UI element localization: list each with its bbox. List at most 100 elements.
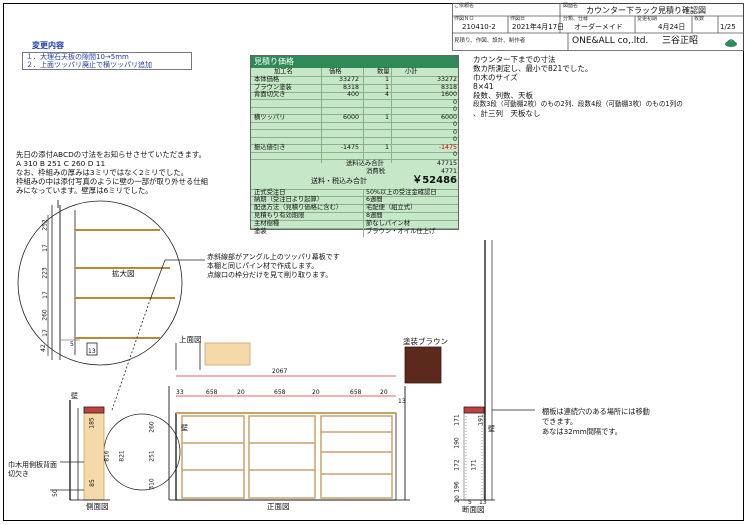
dim-658-a: 658 [206,389,218,396]
estimate-row-price: 6000 [342,113,359,121]
tana-note-3: あなは32mm間隔です。 [542,427,622,436]
drawing-label: 図面名 [563,3,579,9]
zoom-17-a: 17 [41,244,49,252]
estimate-rule [251,188,458,190]
estimate-rule [251,144,458,145]
left-note-5: みになっています。壁厚は6ミリでした。 [16,186,153,195]
section-172: 172 [453,459,461,471]
info-value: 6週間 [366,196,383,204]
wall-label-front: 壁 [181,424,188,432]
change-line-1: １．大理石天板の隙間10→5mm [26,53,129,61]
tana-note-2: できます。 [542,417,578,426]
sheet-frame [3,3,744,521]
estimate-rule [251,211,458,213]
estimate-col-rule [391,68,392,163]
section-5: 5 [468,499,472,506]
tsuppari-note-3: 点線口の枠分だけを見て削り取ります。 [207,271,333,279]
drawing-name: カウンター下ラック見積り確認図 [586,6,706,15]
sheet-label: 枚数 [694,16,705,22]
dim-50: 50 [51,489,59,497]
tana-note: 棚板は連続穴のある場所には移動 できます。 あなは32mm間隔です。 [542,407,650,437]
total-label: 送料・税込み合計 [311,176,367,185]
estimate-row-subtotal: 0 [452,151,457,158]
section-13: 13 [479,499,487,506]
estimate-row-name: 背面切欠き [254,91,286,98]
estimate-row-qty: 1 [384,83,389,91]
estimate-row-qty: 4 [384,91,389,98]
dim-658-c: 658 [350,389,362,396]
info-value: 節なしパイン材 [366,219,411,227]
dim-816: 816 [103,450,111,462]
section-171-b: 171 [470,459,478,471]
shomen-label: 正面図 [267,502,290,511]
estimate-row-qty: 1 [384,76,389,83]
estimate-rule [251,106,458,108]
estimate-col-header: 価格 [329,68,342,75]
right-note-4: 8×41 [473,82,494,91]
estimate-row-subtotal: 0 [452,106,457,113]
estimate-row-subtotal: 1600 [440,91,457,98]
dim-821: 821 [118,450,126,462]
sokumen-label: 側面図 [86,502,109,511]
zoom-17-c: 17 [41,329,49,337]
estimate-col-rule [363,68,364,163]
tosou-label: 塗装ブラウン [403,337,448,346]
changes-title: 変更内容 [32,41,64,50]
estimate-row-price: 400 [346,91,359,98]
tax-value: 4771 [440,167,457,175]
dim-658-b: 658 [274,389,286,396]
right-note-7: 、計三列 天板なし [473,109,541,118]
estimate-rule [251,204,458,206]
change-value: 4月24日 [658,23,686,31]
zoom-252: 252 [41,219,49,231]
info-key: 見積もり有効期限 [254,211,305,219]
change-label: 変更初期 [637,16,658,22]
estimate-row-subtotal: 0 [452,128,457,136]
tax-label: 消費税 [366,167,385,175]
info-col-rule [363,188,364,237]
section-191: 191 [477,414,485,426]
dim-33: 33 [176,389,184,396]
info-key: 主材樹種 [254,219,280,227]
right-notes: カウンター下までの寸法 数カ所測定し、最小で821でした。 巾木のサイズ 8×4… [473,55,683,118]
tsuppari-note-1: 赤斜線部がアングル上のツッパリ幕板です [207,253,340,261]
section-196: 196 [453,481,461,493]
person-name: 三谷正昭 [662,36,699,46]
dim-310: 310 [148,478,156,490]
section-171: 171 [453,414,461,426]
estimate-row-subtotal: 6000 [440,113,457,121]
wall-label-section: 壁 [488,425,495,433]
estimate-col-header: 加工名 [274,68,293,75]
maker-label: 見積り、作図、設計、制作者 [454,38,526,44]
dim-251: 251 [148,450,156,462]
right-note-2: 数カ所測定し、最小で821でした。 [473,64,593,73]
habaki-note: 巾木用側板背面 切欠き [8,461,57,479]
estimate-row-price: -1475 [340,143,359,151]
type-value: オーダーメイド [574,23,623,31]
changes-box: １．大理石天板の隙間10→5mm ２．上面ツッパリ廃止で横ツッパリ追加 [22,52,192,70]
estimate-rule [251,114,458,115]
estimate-rule [251,219,458,221]
dim-20-b: 20 [312,389,320,396]
tana-note-1: 棚板は連続穴のある場所には移動 [542,407,650,416]
estimate-rule [251,136,458,138]
habaki-note-1: 巾木用側板背面 [8,461,57,469]
zoom-17-b: 17 [41,291,49,299]
estimate-row-subtotal: 0 [452,98,457,106]
left-note-1: 先日の添付ABCDの寸法をお知らせさせていただきます。 [16,150,206,159]
right-note-3: 巾木のサイズ [473,73,518,82]
info-key: 配送方法（見積り価格に含む） [254,204,343,212]
estimate-rule [251,129,458,130]
estimate-rule [251,76,458,77]
dim-185: 185 [88,417,96,429]
left-note-4: 枠組みの中は添付写真のように壁の一部が取り外せる仕組 [16,177,209,186]
date-value: 2021年4月17日 [512,23,565,31]
dim-total-width: 2067 [272,368,288,375]
company-logo-icon [725,39,737,47]
info-value: 8週間 [366,211,383,219]
right-note-5: 段数、列数、天板 [473,91,533,100]
estimate-rule [251,84,458,85]
estimate-row-qty: 1 [384,113,389,121]
right-note-1: カウンター下までの寸法 [473,55,556,64]
estimate-row-subtotal: 0 [452,121,457,128]
